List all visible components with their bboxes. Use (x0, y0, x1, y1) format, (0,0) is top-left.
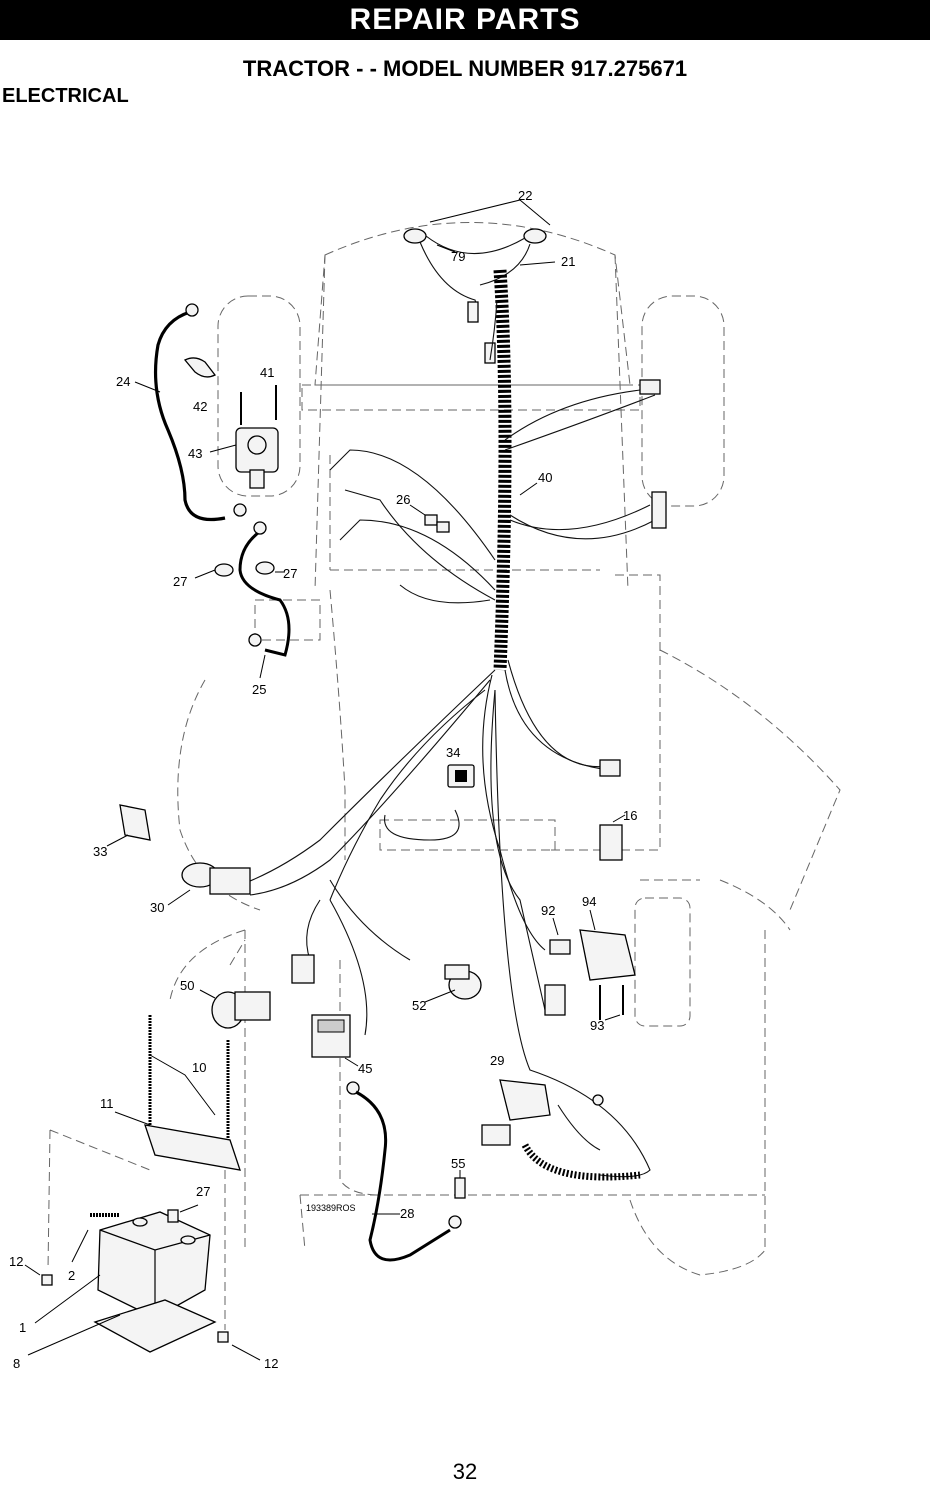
callout-label: 30 (150, 900, 164, 915)
callout-label: 52 (412, 998, 426, 1013)
callout-label: 21 (561, 254, 575, 269)
model-title: TRACTOR - - MODEL NUMBER 917.275671 (242, 56, 688, 81)
solenoid-43 (183, 357, 279, 489)
callout-label: 27 (173, 574, 187, 589)
hour-meter-45 (311, 1014, 359, 1067)
callout-label: 33 (93, 844, 107, 859)
connector-26 (409, 504, 450, 533)
starter-29 (481, 1079, 641, 1181)
callout-label: 50 (180, 978, 194, 993)
drawing-number: 193389ROS (306, 1203, 356, 1213)
callout-label: 26 (396, 492, 410, 507)
headlight-assembly (403, 199, 556, 364)
page-title: TRACTOR - - MODEL NUMBER 917.275671 (0, 56, 930, 82)
bracket-33 (106, 804, 151, 847)
fuse-52 (424, 964, 482, 1003)
page-banner: REPAIR PARTS (0, 0, 930, 40)
callout-label: 22 (518, 188, 532, 203)
callout-label: 8 (13, 1356, 20, 1371)
ignition-switch-30 (167, 862, 251, 906)
switch-34 (384, 764, 475, 841)
callout-label: 25 (252, 682, 266, 697)
callout-label: 28 (400, 1206, 414, 1221)
callout-label: 45 (358, 1061, 372, 1076)
tractor-frame-outline (47, 222, 841, 1330)
callout-label: 11 (100, 1096, 114, 1111)
connector-block (291, 954, 315, 984)
battery-1 (34, 1204, 211, 1324)
callout-labels: 22 79 21 24 41 42 43 40 26 27 27 25 34 1… (9, 188, 637, 1371)
callout-label: 43 (188, 446, 202, 461)
switch-50 (199, 989, 271, 1029)
hold-down-10-11 (114, 1015, 241, 1171)
callout-label: 94 (582, 894, 596, 909)
clip-12 (24, 1264, 261, 1361)
callout-label: 2 (68, 1268, 75, 1283)
callout-label: 16 (623, 808, 637, 823)
callout-label: 10 (192, 1060, 206, 1075)
page-number: 32 (452, 1459, 478, 1484)
callout-label: 40 (538, 470, 552, 485)
callout-label: 29 (490, 1053, 504, 1068)
nut-27 (194, 561, 285, 579)
callout-label: 12 (264, 1356, 278, 1371)
battery-cable-28 (346, 1081, 462, 1262)
callout-label: 42 (193, 399, 207, 414)
callout-label: 93 (590, 1018, 604, 1033)
callout-label: 27 (283, 566, 297, 581)
callout-label: 34 (446, 745, 460, 760)
bolt-55 (454, 1170, 466, 1199)
callout-label: 92 (541, 903, 555, 918)
battery-tray-8 (27, 1299, 217, 1356)
callout-label: 27 (196, 1184, 210, 1199)
section-heading: ELECTRICAL (2, 85, 129, 107)
wiring-harness-40 (239, 269, 667, 1178)
battery-cable-24 (134, 303, 247, 522)
callout-label: 1 (19, 1320, 26, 1335)
relay-16 (599, 814, 626, 861)
callout-label: 79 (451, 249, 465, 264)
callout-label: 24 (116, 374, 130, 389)
module-94 (544, 909, 636, 1021)
callout-label: 55 (451, 1156, 465, 1171)
callout-label: 12 (9, 1254, 23, 1269)
cable-25 (238, 521, 291, 679)
callout-label: 41 (260, 365, 274, 380)
